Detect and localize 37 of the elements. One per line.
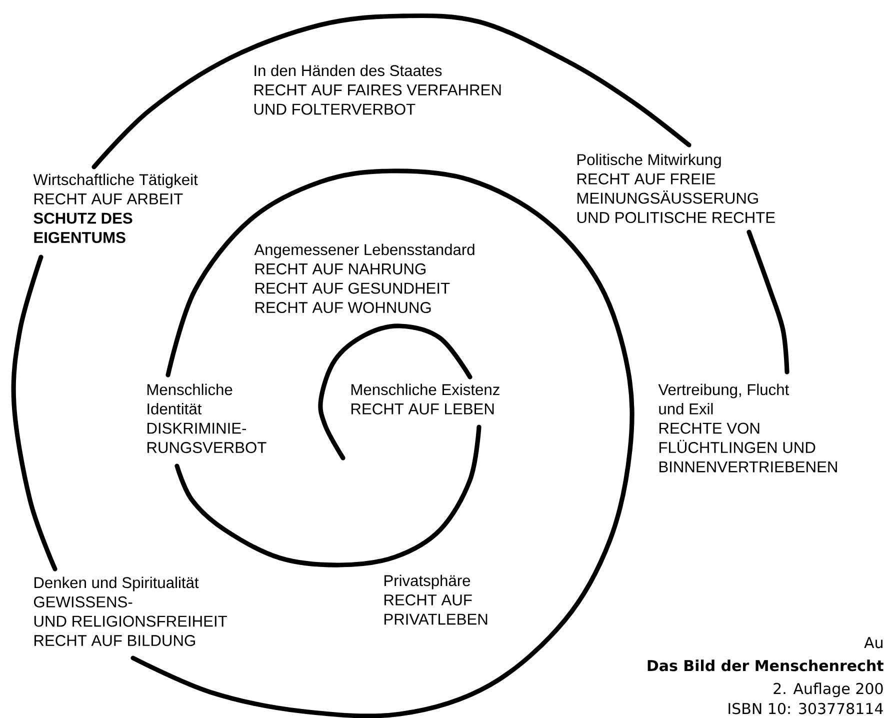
label-text: RECHT AUF FREIE bbox=[578, 173, 716, 184]
label-text: DISKRIMINIE- bbox=[148, 422, 246, 434]
label-text: RECHT AUF GESUNDHEIT bbox=[256, 282, 450, 294]
citation-text: Das Bild der Menschenrecht bbox=[648, 660, 884, 672]
citation-text: 2. Auflage 200 bbox=[774, 682, 883, 698]
label-text: Vertreibung, Flucht bbox=[658, 384, 789, 398]
label-text: UND RELIGIONSFREIHEIT bbox=[34, 616, 227, 627]
label-text: RECHT AUF BILDUNG bbox=[34, 635, 195, 646]
label-text: RECHT AUF ARBEIT bbox=[34, 193, 183, 204]
label-text: In den Händen des Staates bbox=[254, 64, 442, 76]
label-text: RECHT AUF FAIRES VERFAHREN bbox=[254, 84, 501, 96]
label-text: Menschliche Existenz bbox=[352, 384, 500, 396]
citation-text: Au bbox=[864, 637, 882, 648]
label-text: RECHT AUF bbox=[384, 594, 472, 606]
label-text: Denken und Spiritualität bbox=[34, 576, 199, 592]
label-text: BINNENVERTRIEBENEN bbox=[660, 461, 837, 472]
label-text: Privatsphäre bbox=[384, 574, 470, 590]
label-text: RECHT AUF WOHNUNG bbox=[256, 302, 431, 314]
label-text: RECHTE VON bbox=[660, 422, 760, 434]
label-text: Menschliche bbox=[148, 384, 232, 396]
label-text: Wirtschaftliche Tätigkeit bbox=[33, 174, 198, 188]
label-text: SCHUTZ DES bbox=[34, 212, 132, 224]
label-text: Politische Mitwirkung bbox=[578, 154, 721, 168]
label-text: PRIVATLEBEN bbox=[384, 614, 488, 625]
label-text: MEINUNGSÄUSSERUNG bbox=[578, 190, 758, 204]
label-text: EIGENTUMS bbox=[34, 232, 126, 244]
label-text: GEWISSENS- bbox=[34, 596, 132, 608]
label-text: RECHT AUF LEBEN bbox=[352, 403, 494, 414]
label-text: und Exil bbox=[659, 403, 713, 414]
label-text: RUNGSVERBOT bbox=[148, 442, 266, 454]
label-text: FLÜCHTLINGEN UND bbox=[660, 440, 816, 454]
label-text: RECHT AUF NAHRUNG bbox=[256, 263, 426, 274]
label-text: Angemessener Lebensstandard bbox=[254, 244, 474, 258]
label-text: UND FOLTERVERBOT bbox=[254, 104, 416, 115]
citation-text: ISBN 10: 303778114 bbox=[728, 702, 883, 714]
label-text: UND POLITISCHE RECHTE bbox=[577, 212, 775, 224]
label-text: Identität bbox=[148, 403, 202, 414]
